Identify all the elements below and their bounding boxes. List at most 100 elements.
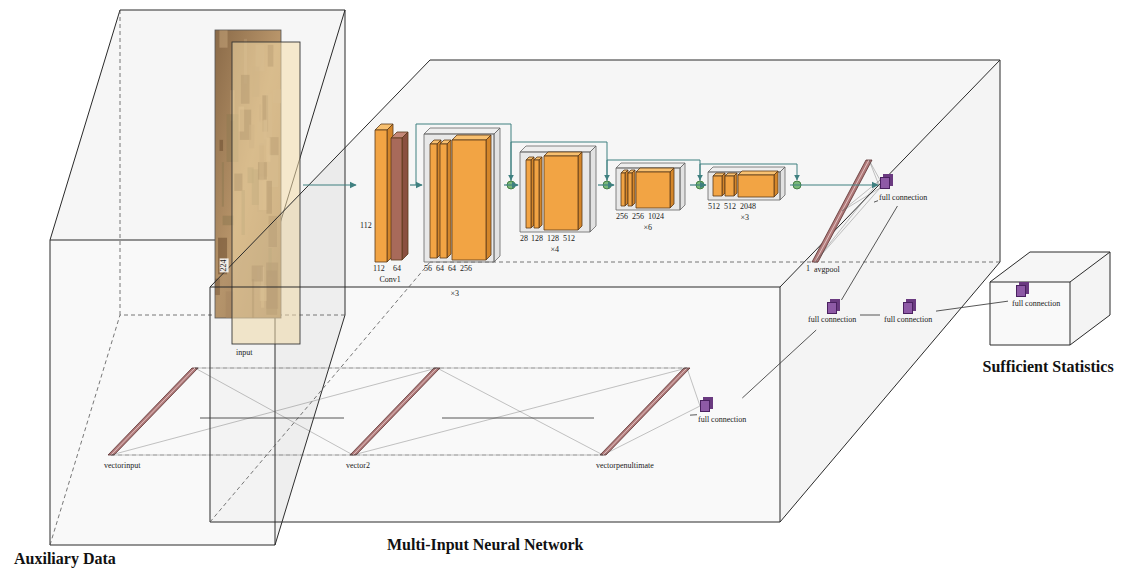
stage-slab <box>452 135 491 140</box>
stage-slab <box>486 135 491 260</box>
connector <box>841 206 897 300</box>
stage-slab <box>725 176 734 196</box>
stage-slab <box>447 140 451 258</box>
network-box-edge <box>780 287 781 522</box>
stage-box <box>590 146 596 232</box>
fc-layer: full connection <box>805 300 860 330</box>
layer-label: full connection <box>1012 300 1060 309</box>
stage-box <box>780 167 785 200</box>
connector <box>598 184 614 185</box>
dense-link <box>687 368 700 406</box>
dimension-label: 256 <box>632 213 644 222</box>
fc-layer: full connection <box>697 398 755 428</box>
network-box-side-face <box>780 60 1000 522</box>
vector-layer: vector2 <box>344 362 442 474</box>
stage-slab <box>526 160 531 228</box>
auxiliary-box-edge <box>120 10 345 11</box>
dense-link <box>603 406 700 455</box>
fc-cube <box>1016 285 1026 297</box>
repeat-label: ×3 <box>741 214 750 223</box>
network-box-edge <box>1000 60 1001 262</box>
stage-slab <box>440 144 447 258</box>
connector <box>860 315 880 316</box>
residual-stage: 566464256×3 <box>422 128 504 302</box>
dense-link <box>437 368 603 455</box>
layer-label: full connection <box>884 316 932 325</box>
image-texture <box>219 30 227 47</box>
statistics-box-edge <box>990 282 1070 283</box>
vector-bar <box>600 368 690 455</box>
stage-slab <box>578 152 582 230</box>
statistics-box-edge <box>990 282 991 345</box>
auxiliary-data-box: Auxiliary Data 224 input vectorinput <box>10 6 350 570</box>
layer-label: vectorinput <box>104 462 140 471</box>
vector-bar <box>350 368 440 455</box>
skip-connection <box>416 124 511 185</box>
stage-slab <box>621 173 625 206</box>
dimension-label: 2048 <box>740 203 756 212</box>
stage-slab <box>738 175 774 197</box>
network-box-hidden-edge <box>430 262 1000 263</box>
dimension-label: 1 <box>806 265 810 274</box>
connector <box>874 201 878 202</box>
vector-bar-highlight <box>603 368 687 455</box>
vector-bar-highlight <box>353 368 437 455</box>
network-box-edge <box>210 60 430 287</box>
stage-slab <box>738 171 778 175</box>
dense-link <box>195 368 687 369</box>
fc-cube <box>880 177 890 189</box>
dimension-label: 512 <box>708 203 720 212</box>
stage-slab <box>430 144 437 258</box>
stage-slab <box>544 152 582 156</box>
skip-connection <box>700 164 797 181</box>
stage-box <box>494 128 500 262</box>
network-box-edge <box>210 522 780 523</box>
stage-box <box>424 134 494 262</box>
connector <box>200 418 344 419</box>
network-box-hidden-edge <box>210 262 430 522</box>
statistics-box-edge <box>1070 315 1110 345</box>
conv-slab <box>375 130 387 262</box>
dense-link <box>869 160 880 180</box>
stage-box <box>708 172 780 200</box>
layer-label: avgpool <box>814 266 840 275</box>
stage-slab <box>670 168 674 208</box>
dimension-label: 112 <box>360 222 372 231</box>
network-box-edge <box>430 60 1000 61</box>
input-image: 224 input <box>213 28 303 362</box>
dimension-label: 512 <box>563 235 575 244</box>
dimension-label: 28 <box>520 235 528 244</box>
network-box-front-face <box>210 287 780 522</box>
connector <box>790 184 878 185</box>
stage-slab <box>544 156 578 230</box>
layer-label: full connection <box>808 316 856 325</box>
layer-label: full connection <box>698 416 746 425</box>
stage-slab <box>713 176 722 196</box>
skip-connection <box>511 142 607 181</box>
box-heading: Auxiliary Data <box>14 550 116 568</box>
network-box-edge <box>780 262 1000 522</box>
image-texture <box>222 162 224 207</box>
box-heading: Sufficient Statistics <box>983 358 1114 376</box>
connector <box>690 414 697 415</box>
network-box-edge <box>780 60 1000 287</box>
layer-label: input <box>236 349 252 358</box>
connector <box>410 184 422 185</box>
statistics-box: Sufficient Statistics full connection <box>960 248 1128 382</box>
statistics-box-edge <box>1070 282 1071 345</box>
stage-box <box>520 152 590 232</box>
residual-stage: 5125122048×3 <box>706 164 790 226</box>
statistics-box-edge <box>1070 252 1110 282</box>
connector <box>303 184 356 185</box>
dimension-label: 224 <box>220 258 229 272</box>
layer-label: full connection <box>879 194 927 203</box>
dense-link <box>353 368 687 455</box>
image-texture <box>220 140 224 151</box>
dimension-label: 128 <box>531 235 543 244</box>
statistics-box-edge <box>1030 252 1110 253</box>
dense-link <box>111 455 603 456</box>
residual-stage: 2562561024×6 <box>614 160 690 236</box>
stage-box <box>520 146 596 152</box>
dimension-label: 256 <box>460 265 472 274</box>
stage-slab <box>734 173 737 196</box>
